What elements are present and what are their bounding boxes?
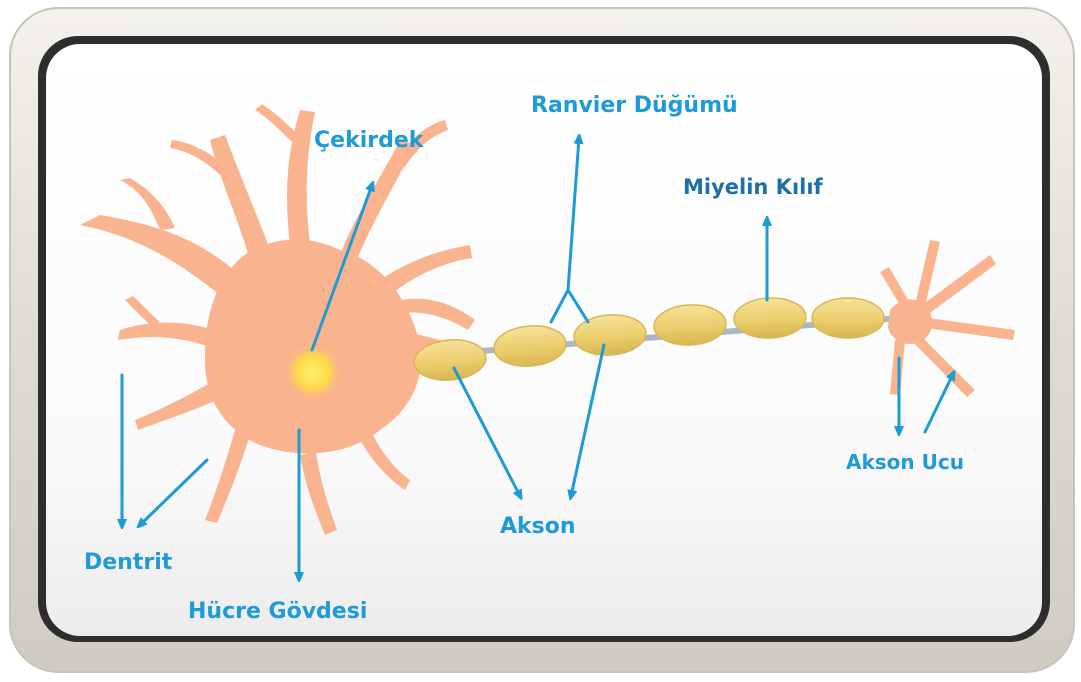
label-miyelin: Miyelin Kılıf — [683, 177, 823, 198]
label-hucre-govdesi: Hücre Gövdesi — [188, 601, 367, 623]
label-cekirdek: Çekirdek — [314, 130, 423, 152]
label-akson-ucu: Akson Ucu — [846, 452, 964, 472]
label-akson: Akson — [500, 516, 576, 538]
label-dentrit: Dentrit — [84, 552, 172, 574]
label-ranvier: Ranvier Düğümü — [531, 95, 738, 117]
